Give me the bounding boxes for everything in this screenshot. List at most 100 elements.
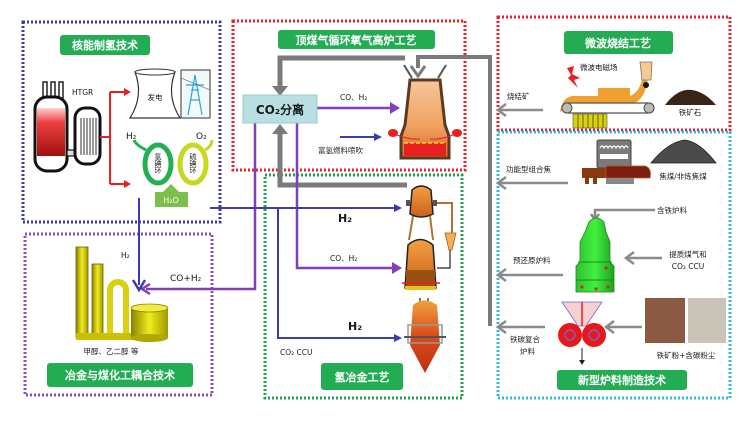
- arrow-right-icon: [374, 133, 382, 141]
- cyclone: [444, 232, 457, 251]
- cooling-tower-body: [128, 71, 182, 119]
- arrow-right-icon: [390, 102, 400, 114]
- oven-base: [606, 178, 634, 184]
- reduction-zone: [406, 270, 435, 286]
- arrow-left-icon: [495, 268, 507, 282]
- shaft-h2-label: H₂: [338, 212, 352, 225]
- heat-distribution-lines: [100, 91, 126, 185]
- hydrogen-injection-label: 富氢燃料喷吹: [318, 145, 363, 155]
- press-roller-right: [582, 323, 606, 347]
- ignition-roller: [643, 82, 649, 88]
- arrow-left-icon: [603, 320, 615, 334]
- blast-furnace: [388, 64, 462, 160]
- roller-press: [558, 301, 606, 365]
- arrow-left-icon: [623, 251, 635, 265]
- coal-pile: [650, 139, 717, 164]
- pusher-leg: [593, 176, 597, 184]
- arrow-down-icon: [579, 360, 585, 365]
- h2-output-label: H₂: [126, 132, 137, 142]
- burden-feed-to-bf-line: [416, 55, 492, 326]
- roller-axle: [564, 329, 576, 341]
- tuyere-right: [452, 129, 462, 137]
- badge-bg: [47, 363, 193, 387]
- bolt: [580, 285, 584, 289]
- title-coal-chemical-coupling: 冶金与煤化工耦合技术: [65, 368, 175, 382]
- frame-new-burden: [496, 130, 732, 400]
- htgr-reactor: HTGR: [33, 81, 102, 173]
- iron-burden-feed-line: [593, 208, 655, 218]
- frame-hydrogen-metallurgy: [263, 173, 464, 400]
- frame-coal-chemical-coupling: [23, 232, 214, 397]
- reactor-core: [37, 108, 65, 156]
- arrow-up-icon: [272, 124, 288, 134]
- water-input: H₂O: [155, 184, 188, 207]
- yellow-cycle-ring: [177, 142, 209, 186]
- arrow-up-icon: [163, 184, 179, 192]
- chemical-plant-icon: [75, 246, 169, 342]
- arrow-right-icon: [124, 88, 131, 96]
- coke-oven: [582, 139, 651, 184]
- pusher: [582, 168, 606, 178]
- badge-bg: [321, 363, 403, 390]
- converter-h2-label: H₂: [348, 320, 362, 333]
- power-generation-label: 发电: [148, 92, 163, 102]
- co2-ccu-label: CO₂ CCU: [280, 348, 313, 357]
- badge-nuclear-hydrogen: 核能制氢技术: [60, 35, 150, 55]
- tower: [91, 263, 104, 338]
- arrow-right-icon: [394, 334, 402, 342]
- sinter-label: 烧结矿: [507, 91, 530, 101]
- green-cycle-ring: [142, 142, 174, 186]
- coal-chem-co-h2-label: CO+H₂: [170, 274, 202, 284]
- badge-top-gas-recycling-bf: 顶煤气循环氧气高炉工艺: [278, 30, 435, 49]
- conveyor-roller: [643, 102, 655, 114]
- shaft-co-h2-label: CO、H₂: [330, 254, 357, 263]
- transmission-tower-icon: [180, 69, 211, 119]
- bolt: [606, 285, 610, 289]
- coal-chem-h2-label: H₂: [121, 251, 130, 260]
- arrow-down-icon: [409, 65, 427, 79]
- shaft-furnace: [402, 185, 457, 290]
- title-microwave-sintering: 微波烧结工艺: [584, 36, 651, 50]
- frame-microwave-sintering: [496, 15, 732, 132]
- downcomer: [408, 215, 414, 241]
- functional-coke-label: 功能型组合焦: [506, 164, 551, 174]
- badge-coal-chemical-coupling: 冶金与煤化工耦合技术: [47, 363, 193, 387]
- iron-burden-label: 含铁炉料: [657, 205, 687, 215]
- shaft-gas-to-co2-separation-line: [277, 132, 407, 188]
- arrow-left-icon: [495, 176, 507, 190]
- conveyor-belt: [561, 102, 655, 114]
- storage-tank: [131, 308, 168, 338]
- arrow-right-icon: [394, 204, 402, 212]
- co-h2-to-coal-chem-line: [146, 123, 257, 291]
- arrow-right-icon: [392, 262, 402, 274]
- arrow-left-icon: [495, 103, 507, 117]
- microwave-lightning-icon: [567, 66, 580, 88]
- oven-slot: [600, 154, 628, 159]
- products-label: 甲醇、乙二醇 等: [84, 346, 139, 356]
- iron-ore-pile: [665, 89, 716, 105]
- gas-label-line1: 提质煤气和: [669, 249, 707, 259]
- gas-label-line2: CO₂ CCU: [672, 262, 705, 271]
- feed-hopper: [639, 61, 653, 81]
- ring-left-label: 氢碘环: [154, 152, 162, 175]
- badge-microwave-sintering: 微波烧结工艺: [564, 31, 673, 54]
- h2o-box: [155, 192, 188, 207]
- oven-heat: [599, 145, 629, 150]
- o2-output-label: O₂: [196, 132, 207, 142]
- frame-nuclear-hydrogen: [21, 20, 222, 224]
- co-h2-to-shaft-furnace-line: [295, 123, 394, 270]
- tower: [75, 246, 89, 338]
- iron-ore-label: 铁矿石: [679, 107, 702, 117]
- converter: [404, 298, 446, 373]
- tank-top: [130, 303, 169, 313]
- em-field-label: 微波电磁场: [580, 62, 618, 72]
- upper-vessel: [409, 185, 434, 218]
- arrow-down-icon: [131, 279, 147, 293]
- badge-bg: [278, 30, 435, 49]
- badge-hydrogen-metallurgy: 氢冶金工艺: [321, 363, 403, 390]
- bolt: [594, 287, 598, 291]
- coke-cake: [605, 165, 651, 179]
- roller-axle: [588, 329, 600, 341]
- iron-ore-fines-image: [645, 298, 685, 343]
- co2-separation-unit: CO₂分离: [242, 94, 318, 124]
